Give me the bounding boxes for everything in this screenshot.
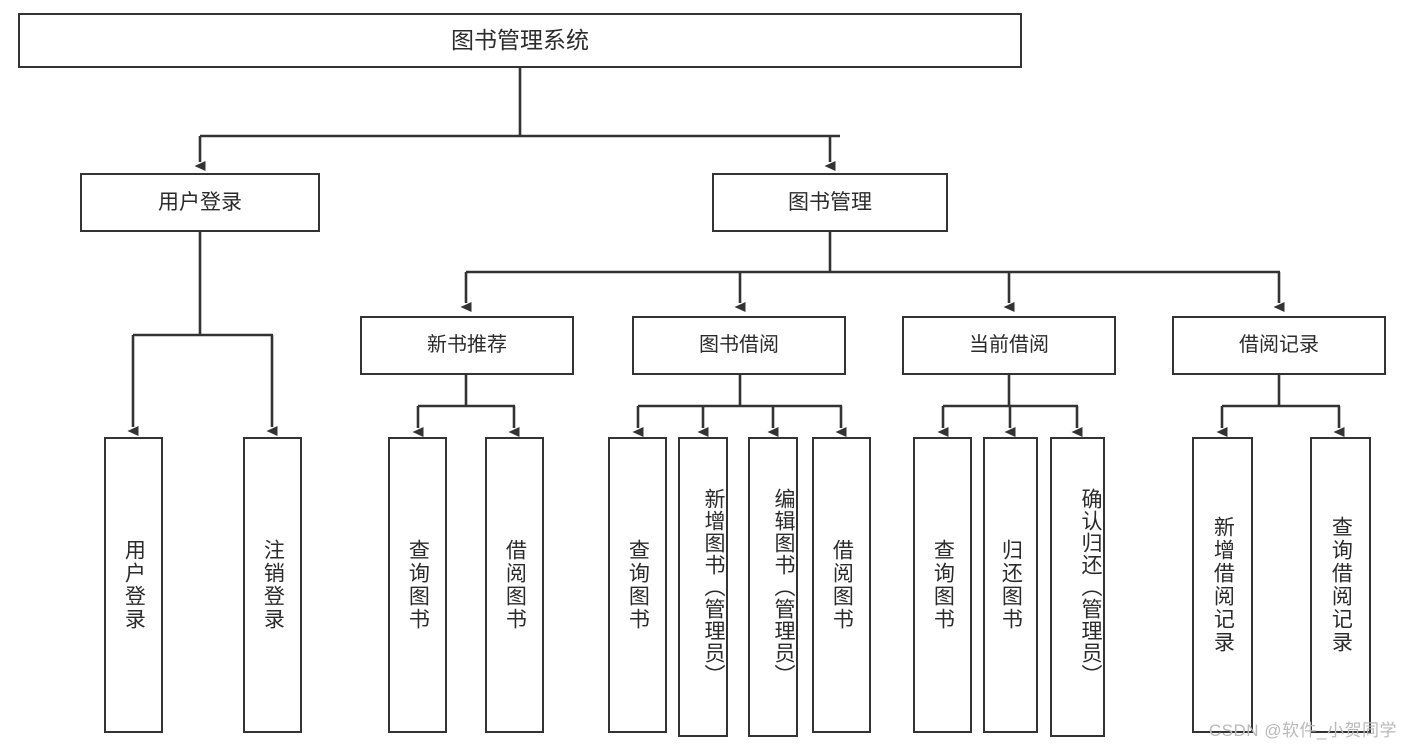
- node-book-manage-label: 图书管理: [788, 190, 872, 214]
- leaf-confirm-return-label: 确认归还（管理员）: [1079, 488, 1102, 686]
- leaf-query-book-2-label: 查询图书: [626, 539, 650, 631]
- leaf-add-borrow-record-label: 新增借阅记录: [1211, 516, 1235, 654]
- leaf-query-book-1-label: 查询图书: [406, 539, 430, 631]
- node-book-borrow[interactable]: 图书借阅: [632, 316, 846, 375]
- node-book-borrow-label: 图书借阅: [699, 334, 779, 357]
- leaf-add-book[interactable]: 新增图书（管理员）: [678, 437, 728, 737]
- leaf-borrow-book-1[interactable]: 借阅图书: [485, 437, 544, 733]
- node-root-label: 图书管理系统: [451, 27, 589, 54]
- leaf-user-login[interactable]: 用户登录: [104, 437, 163, 733]
- leaf-return-book[interactable]: 归还图书: [983, 437, 1038, 733]
- leaf-query-borrow-record-label: 查询借阅记录: [1329, 516, 1353, 654]
- leaf-user-logout[interactable]: 注销登录: [243, 437, 302, 733]
- node-user-login[interactable]: 用户登录: [80, 173, 320, 232]
- leaf-edit-book[interactable]: 编辑图书（管理员）: [748, 437, 798, 737]
- node-borrow-record[interactable]: 借阅记录: [1172, 316, 1386, 375]
- leaf-confirm-return[interactable]: 确认归还（管理员）: [1050, 437, 1105, 737]
- csdn-watermark: CSDN @软件_小贺同学: [1208, 721, 1397, 740]
- leaf-add-borrow-record[interactable]: 新增借阅记录: [1192, 437, 1253, 733]
- node-borrow-record-label: 借阅记录: [1239, 334, 1319, 357]
- node-current-borrow-label: 当前借阅: [969, 334, 1049, 357]
- leaf-query-book-1[interactable]: 查询图书: [388, 437, 447, 733]
- leaf-user-logout-label: 注销登录: [261, 539, 285, 631]
- leaf-query-book-3[interactable]: 查询图书: [913, 437, 972, 733]
- leaf-query-borrow-record[interactable]: 查询借阅记录: [1310, 437, 1371, 733]
- node-new-book-recommend[interactable]: 新书推荐: [360, 316, 574, 375]
- node-root[interactable]: 图书管理系统: [18, 13, 1022, 68]
- leaf-borrow-book-1-label: 借阅图书: [503, 539, 527, 631]
- leaf-add-book-label: 新增图书（管理员）: [702, 488, 725, 686]
- leaf-borrow-book-2[interactable]: 借阅图书: [812, 437, 871, 733]
- leaf-query-book-2[interactable]: 查询图书: [608, 437, 667, 733]
- node-user-login-label: 用户登录: [158, 190, 242, 214]
- node-new-book-recommend-label: 新书推荐: [427, 334, 507, 357]
- leaf-return-book-label: 归还图书: [999, 539, 1023, 631]
- leaf-query-book-3-label: 查询图书: [931, 539, 955, 631]
- node-current-borrow[interactable]: 当前借阅: [902, 316, 1116, 375]
- leaf-borrow-book-2-label: 借阅图书: [830, 539, 854, 631]
- node-book-manage[interactable]: 图书管理: [712, 173, 948, 232]
- leaf-user-login-label: 用户登录: [122, 539, 146, 631]
- leaf-edit-book-label: 编辑图书（管理员）: [772, 488, 795, 686]
